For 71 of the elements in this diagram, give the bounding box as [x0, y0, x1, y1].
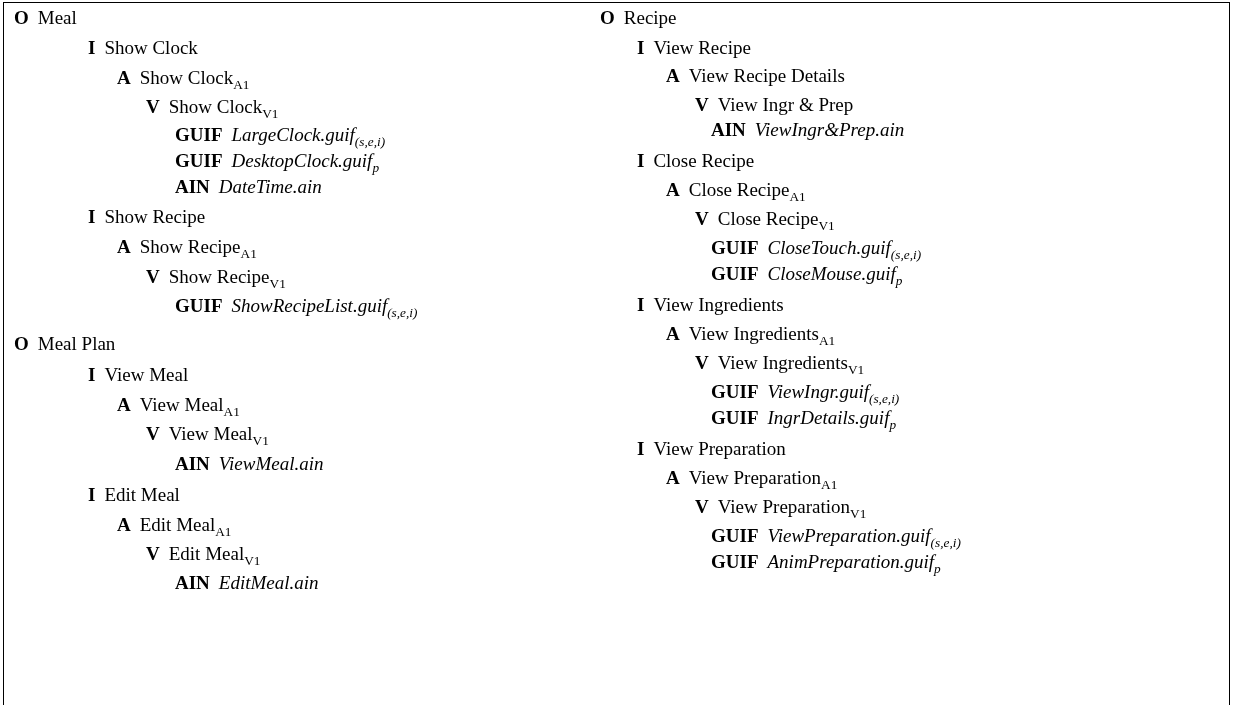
item-label: View Ingr & Prep [717, 94, 854, 116]
level-marker: A [117, 236, 131, 258]
item-label: Edit Meal [104, 484, 180, 506]
item-label: Close Recipe [653, 150, 755, 172]
level-marker: A [117, 394, 131, 416]
level-marker: I [637, 294, 645, 316]
item-label: View Ingredients$_{V1}$ [717, 352, 865, 374]
item-label: Meal [37, 7, 77, 29]
level-marker: V [146, 543, 160, 565]
item-label: ViewIngr&Prep.ain [754, 119, 905, 141]
level-marker: A [666, 323, 680, 345]
item-label: Show Recipe [104, 206, 206, 228]
level-marker: I [637, 438, 645, 460]
level-marker: GUIF [711, 551, 759, 573]
level-marker: I [637, 150, 645, 172]
item-label: View Recipe [653, 37, 751, 59]
level-marker: A [666, 179, 680, 201]
item-label: View Ingredients$_{A1}$ [688, 323, 836, 345]
level-marker: AIN [175, 572, 210, 594]
level-marker: O [14, 7, 29, 29]
level-marker: V [695, 352, 709, 374]
level-marker: A [666, 65, 680, 87]
item-label: Close Recipe$_{A1}$ [688, 179, 806, 201]
level-marker: GUIF [175, 295, 223, 317]
level-marker: V [695, 496, 709, 518]
level-marker: GUIF [711, 263, 759, 285]
item-label: Show Clock [104, 37, 198, 59]
item-label: Edit Meal$_{V1}$ [168, 543, 261, 565]
item-label: View Meal$_{A1}$ [139, 394, 240, 416]
level-marker: AIN [175, 176, 210, 198]
level-marker: AIN [175, 453, 210, 475]
item-label: View Recipe Details [688, 65, 845, 87]
level-marker: V [695, 94, 709, 116]
item-label: Edit Meal$_{A1}$ [139, 514, 232, 536]
item-label: View Meal [104, 364, 189, 386]
item-label: Close Recipe$_{V1}$ [717, 208, 835, 230]
item-label: View Preparation$_{V1}$ [717, 496, 867, 518]
level-marker: I [88, 484, 96, 506]
level-marker: A [117, 67, 131, 89]
level-marker: A [117, 514, 131, 536]
level-marker: O [600, 7, 615, 29]
item-label: Show Recipe$_{A1}$ [139, 236, 257, 258]
level-marker: I [88, 364, 96, 386]
level-marker: V [146, 423, 160, 445]
level-marker: A [666, 467, 680, 489]
item-label: View Ingredients [653, 294, 784, 316]
level-marker: V [146, 96, 160, 118]
level-marker: GUIF [175, 124, 223, 146]
level-marker: GUIF [711, 237, 759, 259]
item-label: Meal Plan [37, 333, 116, 355]
level-marker: V [146, 266, 160, 288]
item-label: ViewMeal.ain [218, 453, 324, 475]
level-marker: GUIF [711, 525, 759, 547]
level-marker: GUIF [175, 150, 223, 172]
item-label: View Preparation [653, 438, 786, 460]
level-marker: AIN [711, 119, 746, 141]
item-label: Show Recipe$_{V1}$ [168, 266, 286, 288]
level-marker: I [637, 37, 645, 59]
level-marker: GUIF [711, 407, 759, 429]
item-label: View Preparation$_{A1}$ [688, 467, 838, 489]
level-marker: O [14, 333, 29, 355]
item-label: DateTime.ain [218, 176, 322, 198]
level-marker: I [88, 206, 96, 228]
level-marker: GUIF [711, 381, 759, 403]
item-label: View Meal$_{V1}$ [168, 423, 269, 445]
item-label: EditMeal.ain [218, 572, 319, 594]
level-marker: I [88, 37, 96, 59]
level-marker: V [695, 208, 709, 230]
item-label: Recipe [623, 7, 677, 29]
item-label: Show Clock$_{V1}$ [168, 96, 279, 118]
item-label: Show Clock$_{A1}$ [139, 67, 250, 89]
